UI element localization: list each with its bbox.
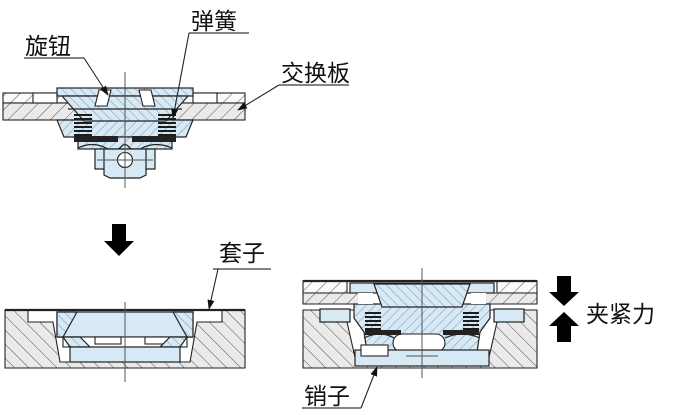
- knob-label: 旋钮: [25, 33, 71, 59]
- knob-leader-line: [83, 57, 109, 96]
- spring-washer-left: [74, 136, 118, 142]
- clamped-state-view: [302, 268, 538, 378]
- spring-label: 弹簧: [191, 8, 237, 34]
- clamp-down-arrow-icon: [549, 276, 579, 306]
- inserted-state-view: [2, 72, 246, 188]
- clamp-up-arrow-icon: [549, 312, 579, 342]
- spring-washer-right: [443, 330, 479, 335]
- pin-section: [360, 344, 389, 357]
- annotations: 旋钮 弹簧 交换板 套子 销子 夹紧力: [24, 8, 655, 409]
- clamping-force-label: 夹紧力: [586, 301, 655, 327]
- latch-tongue: [392, 333, 446, 353]
- pin-label: 销子: [304, 383, 350, 409]
- sleeve-lip-left: [319, 308, 351, 323]
- spring-leader-line: [171, 32, 190, 119]
- transition-down-arrow-icon: [104, 224, 134, 256]
- spring-coil-left: [74, 114, 92, 136]
- released-flush-view: [4, 302, 246, 382]
- exchange-plate-label: 交换板: [281, 60, 350, 86]
- exchange-plate-leader-line: [237, 84, 280, 111]
- pin-leader-line: [360, 366, 378, 409]
- exchange-plate-section: [302, 279, 538, 305]
- spring-coil-left: [365, 312, 381, 330]
- spring-washer-left: [365, 330, 401, 335]
- spring-coil-right: [463, 312, 479, 330]
- sleeve-leader-line: [207, 268, 219, 310]
- sleeve-label: 套子: [219, 240, 265, 266]
- spring-washer-right: [132, 136, 176, 142]
- sleeve-lip-right: [493, 308, 525, 323]
- knob-grip-notch: [138, 89, 156, 107]
